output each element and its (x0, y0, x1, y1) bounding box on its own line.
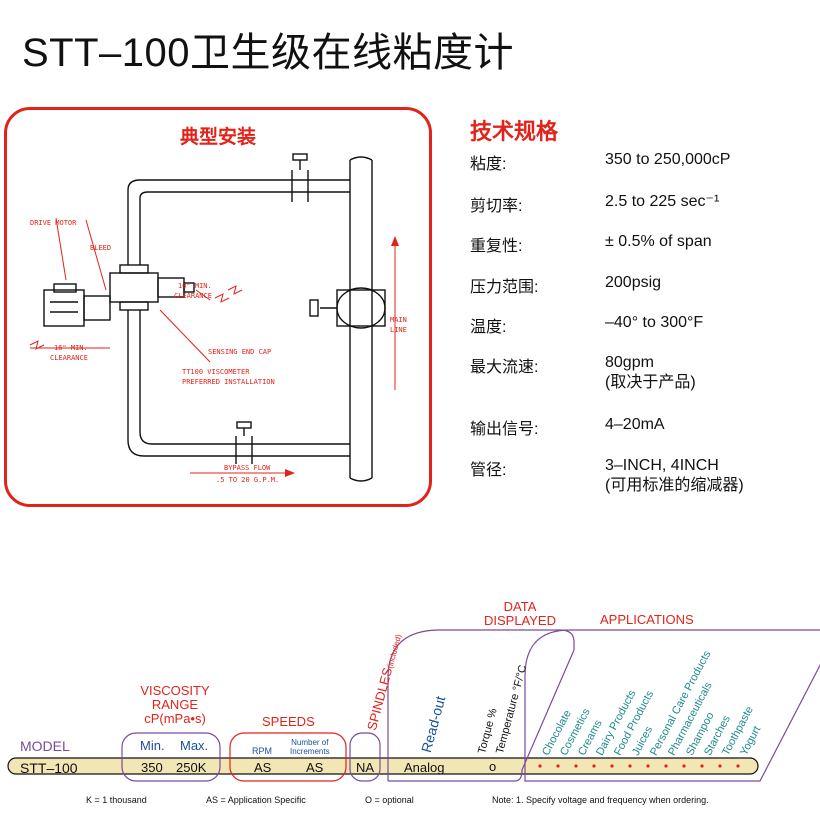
model-label: MODEL (20, 738, 70, 754)
clearance-10-line1: 10" MIN. (178, 282, 212, 290)
spec-value-line: ± 0.5% of span (605, 233, 712, 250)
speeds-label: SPEEDS (262, 714, 315, 729)
min-label: Min. (140, 738, 165, 753)
specs-heading: 技术规格 (470, 119, 559, 144)
rpm-value: AS (254, 760, 272, 775)
spec-label: 输出信号: (470, 421, 539, 438)
spec-value-line: 4–20mA (605, 416, 665, 433)
max-value: 250K (176, 760, 207, 775)
spec-value: 350 to 250,000cP (605, 150, 730, 170)
bleed-label: BLEED (90, 244, 111, 252)
note-k: K = 1 thousand (86, 795, 147, 805)
spec-label: 压力范围: (470, 279, 539, 296)
spec-value: ± 0.5% of span (605, 232, 712, 252)
spec-value-line: (取决于产品) (605, 374, 696, 391)
spec-value-line: 2.5 to 225 sec⁻¹ (605, 193, 720, 210)
readout-value: Analog (404, 760, 445, 775)
spec-label: 最大流速: (470, 359, 539, 376)
increments-value: AS (306, 760, 324, 775)
installation-diagram: DRIVE MOTOR BLEED 10" MIN. CLEARANCE 16"… (29, 153, 407, 484)
viscometer-label-line1: TT100 VISCOMETER (182, 368, 250, 376)
spec-value-line: 350 to 250,000cP (605, 151, 731, 168)
clearance-10-line2: CLEARANCE (174, 292, 212, 300)
viscometer-label-line2: PREFERRED INSTALLATION (182, 378, 275, 386)
max-label: Max. (180, 738, 209, 753)
spec-value-line: 200psig (605, 274, 662, 291)
clearance-16-line1: 16" MIN. (54, 344, 88, 352)
spec-label: 管径: (470, 462, 507, 479)
viscosity-range-label: VISCOSITY RANGE cP(mPa•s) (140, 683, 210, 726)
note-as: AS = Application Specific (206, 795, 306, 805)
ordering-code-diagram (7, 629, 820, 782)
optional-value: o (489, 759, 497, 774)
applications-label: APPLICATIONS (600, 612, 694, 627)
spec-value-line: (可用标准的缩减器) (605, 477, 744, 494)
spec-value: –40° to 300°F (605, 313, 703, 333)
min-value: 350 (141, 760, 163, 775)
clearance-16-line2: CLEARANCE (50, 354, 88, 362)
spec-label: 温度: (470, 319, 507, 336)
installation-panel (4, 107, 432, 507)
spec-label: 重复性: (470, 238, 523, 255)
spec-value: 3–INCH, 4INCH (可用标准的缩减器) (605, 456, 744, 496)
bypass-label-line2: .5 TO 20 G.P.M. (216, 476, 279, 484)
bypass-label-line1: BYPASS FLOW (224, 464, 271, 472)
spec-value: 4–20mA (605, 415, 665, 435)
note-order: Note: 1. Specify voltage and frequency w… (492, 795, 709, 805)
spec-value: 2.5 to 225 sec⁻¹ (605, 192, 719, 212)
main-line-label-2: LINE (390, 326, 407, 334)
data-displayed-label: DATA DISPLAYED (483, 599, 556, 628)
spec-label: 剪切率: (470, 198, 523, 215)
main-line-label-1: MAIN (390, 316, 407, 324)
sensing-end-cap-label: SENSING END CAP (208, 348, 271, 356)
spindles-value: NA (356, 760, 375, 775)
spec-value: 80gpm (取决于产品) (605, 353, 696, 393)
note-o: O = optional (365, 795, 414, 805)
spec-value: 200psig (605, 273, 661, 293)
spec-label: 粘度: (470, 156, 507, 173)
drive-motor-label: DRIVE MOTOR (30, 219, 77, 227)
installation-heading: 典型安装 (179, 127, 256, 148)
model-value: STT–100 (20, 760, 78, 776)
page-title: STT–100卫生级在线粘度计 (22, 31, 515, 75)
spec-value-line: 80gpm (605, 354, 654, 371)
spec-value-line: –40° to 300°F (605, 314, 704, 331)
increments-label: Number of Increments (290, 738, 330, 756)
rpm-label: RPM (252, 746, 272, 756)
spec-value-line: 3–INCH, 4INCH (605, 457, 719, 474)
